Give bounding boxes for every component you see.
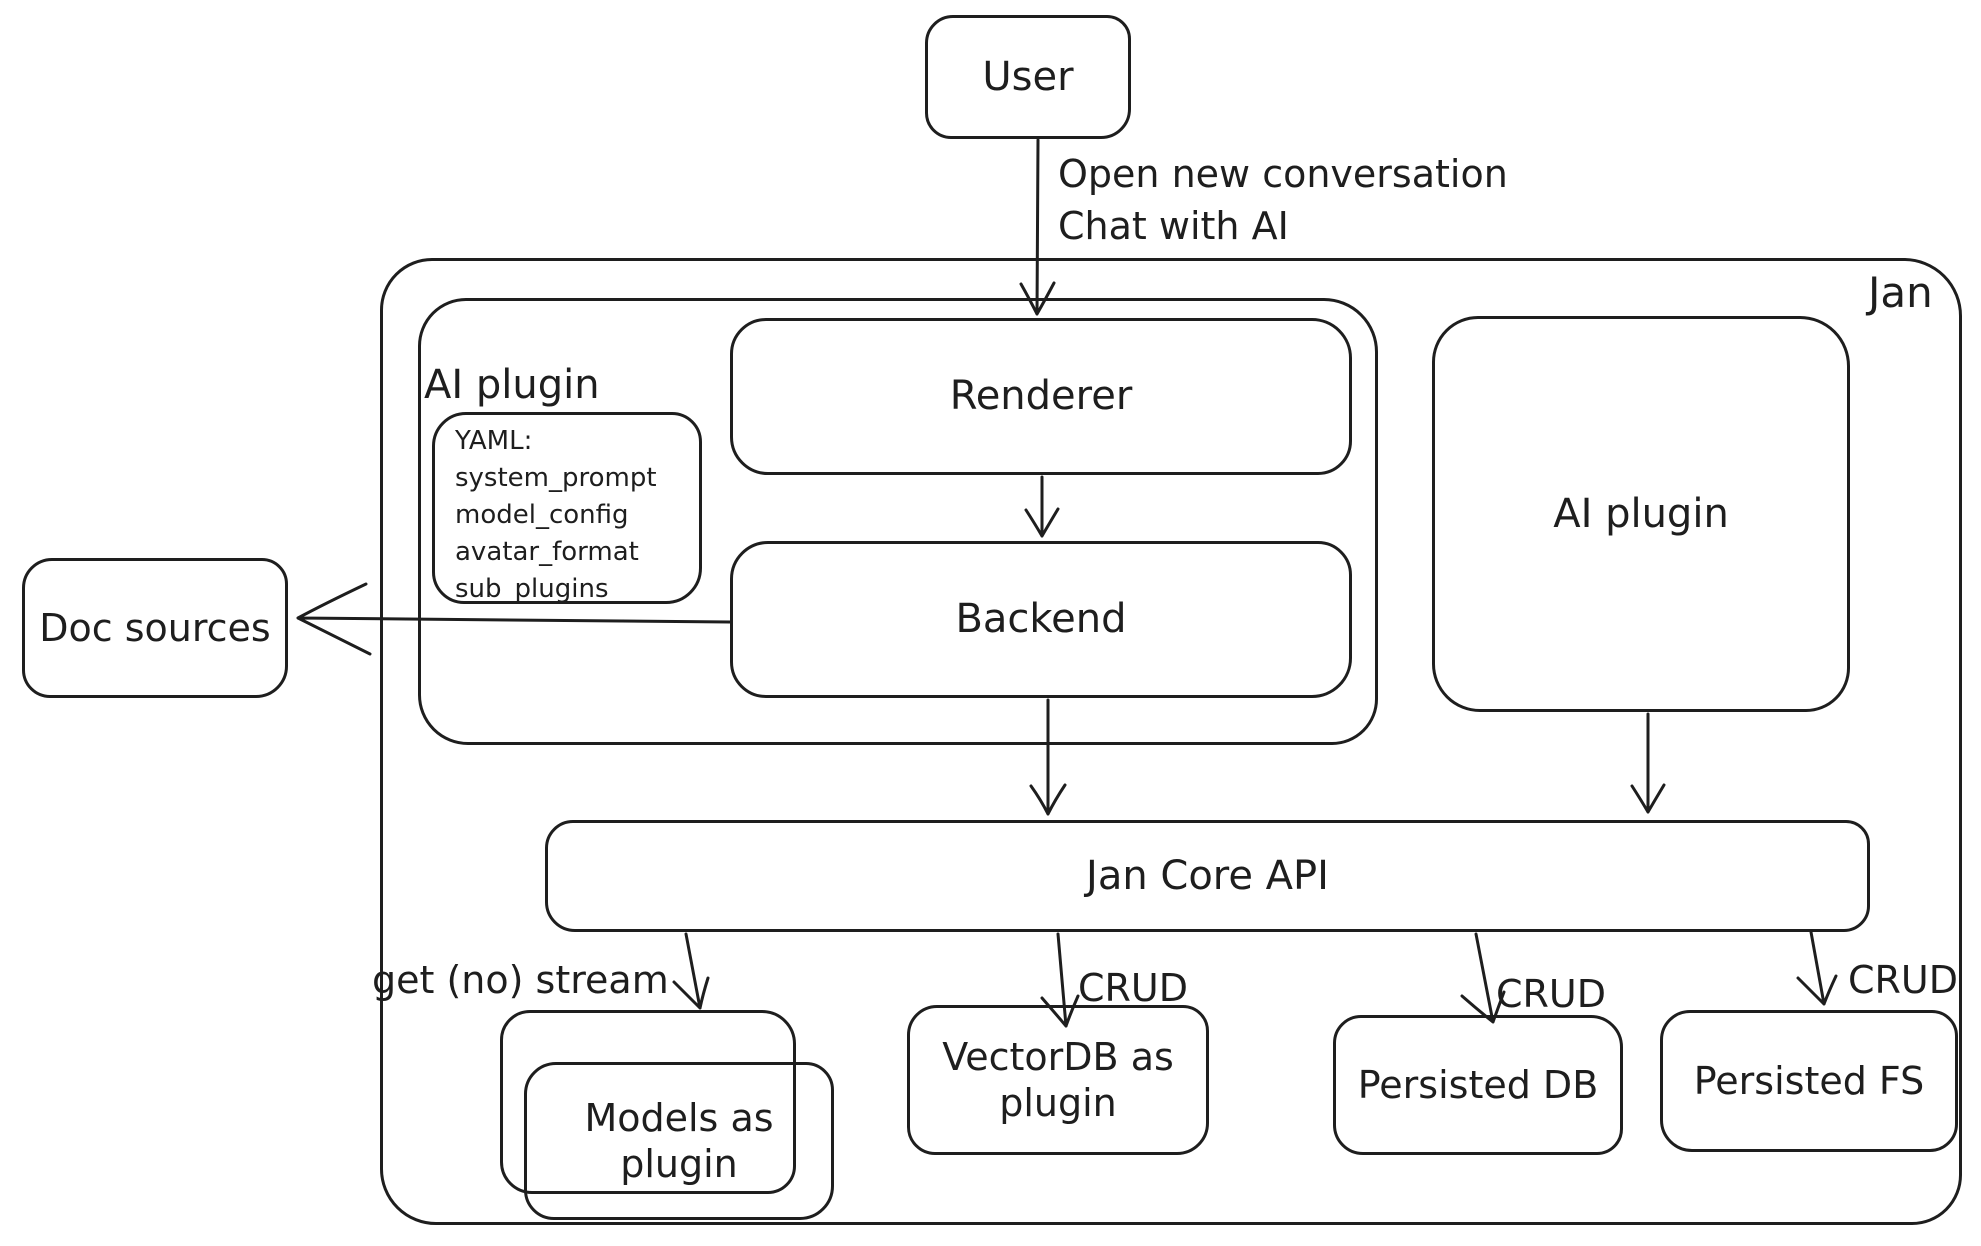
backend-node-label: Backend [955,596,1127,643]
user-arrow-label-line2: Chat with AI [1058,204,1289,248]
backend-node: Backend [730,541,1352,698]
vectordb-node-label: VectorDB as plugin [942,1034,1174,1125]
jan-core-api-node-label: Jan Core API [1086,852,1329,899]
yaml-line-avatar-format: avatar_format [455,537,639,567]
crud-persisted-fs-label: CRUD [1848,958,1959,1002]
ai-plugin-container [418,298,1378,745]
persisted-fs-node: Persisted FS [1660,1010,1958,1152]
jan-container-label: Jan [1868,268,1933,317]
ai-plugin-right-node: AI plugin [1432,316,1850,712]
user-node: User [925,15,1131,139]
get-no-stream-label: get (no) stream [372,958,669,1002]
persisted-fs-node-label: Persisted FS [1693,1058,1925,1103]
renderer-node-label: Renderer [949,373,1133,420]
yaml-note: YAML: system_prompt model_config avatar_… [432,412,702,604]
yaml-line-model-config: model_config [455,500,629,530]
user-arrow-label-line1: Open new conversation [1058,152,1508,196]
ai-plugin-right-node-label: AI plugin [1553,490,1729,537]
doc-sources-node-label: Doc sources [39,605,271,650]
jan-container [380,258,1962,1225]
renderer-node: Renderer [730,318,1352,475]
user-node-label: User [982,53,1074,100]
crud-persisted-db-label: CRUD [1496,972,1607,1016]
yaml-line-title: YAML: [455,426,533,456]
persisted-db-node-label: Persisted DB [1357,1062,1599,1107]
yaml-line-sub-plugins: sub_plugins [455,574,609,604]
yaml-line-system-prompt: system_prompt [455,463,657,493]
models-plugin-node-label: Models as plugin [584,1095,774,1186]
persisted-db-node: Persisted DB [1333,1015,1623,1155]
models-plugin-node: Models as plugin [524,1062,834,1220]
models-plugin-back-box [500,1010,796,1194]
vectordb-node: VectorDB as plugin [907,1005,1209,1155]
jan-core-api-node: Jan Core API [545,820,1870,932]
ai-plugin-container-label: AI plugin [424,362,600,408]
doc-sources-node: Doc sources [22,558,288,698]
crud-vectordb-label: CRUD [1078,966,1189,1010]
